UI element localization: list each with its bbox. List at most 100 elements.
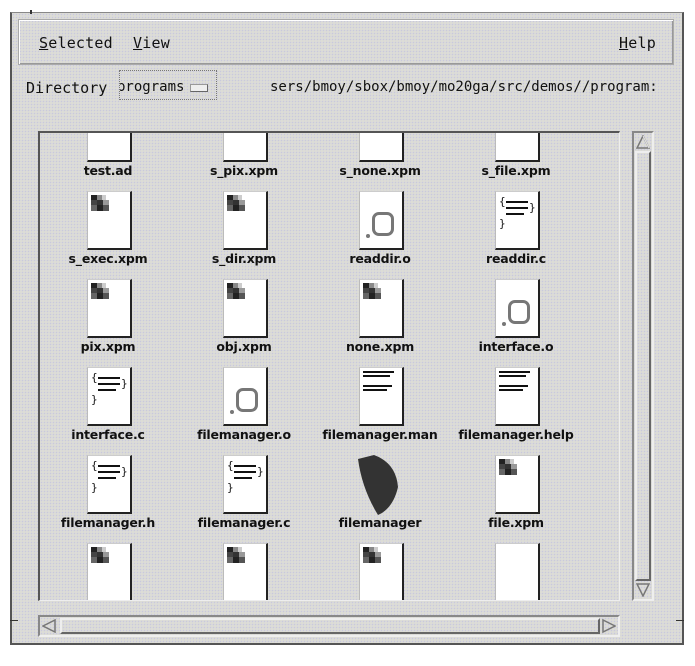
file-name: filemanager.h: [60, 515, 156, 530]
file-item[interactable]: none.xpm: [312, 279, 448, 367]
pixmap-block: [375, 557, 381, 563]
pixmap-thumbnail: [363, 283, 383, 301]
text-line: [363, 389, 387, 391]
text-line: [499, 389, 523, 391]
file-item[interactable]: {}}readdir.c: [448, 191, 584, 279]
scroll-down-arrow-icon[interactable]: [636, 583, 650, 597]
file-item[interactable]: s_dir.xpm: [176, 191, 312, 279]
file-name: readdir.o: [349, 251, 411, 266]
file-name: s_file.xpm: [481, 163, 551, 178]
file-item[interactable]: test.ad: [40, 133, 176, 191]
horizontal-scrollbar[interactable]: [38, 615, 620, 637]
scroll-left-arrow-icon[interactable]: [42, 619, 56, 633]
code-line: [234, 471, 256, 473]
close-brace: }: [529, 201, 536, 214]
pixmap-icon: [87, 191, 132, 250]
file-name: obj.xpm: [216, 339, 272, 354]
pixmap-block: [499, 464, 505, 469]
pixmap-block: [227, 552, 233, 557]
file-item[interactable]: filemanager.o: [176, 367, 312, 455]
code-line: [98, 471, 120, 473]
file-item[interactable]: {}}interface.c: [40, 367, 176, 455]
file-item[interactable]: filemanager.man: [312, 367, 448, 455]
pixmap-icon: [223, 543, 268, 600]
pixmap-thumbnail: [227, 195, 247, 213]
pixmap-block: [363, 283, 369, 288]
file-item[interactable]: [40, 543, 176, 600]
menu-view[interactable]: View: [133, 34, 170, 52]
scroll-right-arrow-icon[interactable]: [602, 619, 616, 633]
horizontal-scroll-thumb[interactable]: [60, 618, 600, 634]
file-item[interactable]: readdir.o: [312, 191, 448, 279]
object-dot: [366, 234, 370, 238]
pixmap-thumbnail: [91, 195, 111, 213]
pixmap-block: [233, 552, 239, 557]
file-name: filemanager.help: [458, 427, 574, 442]
pixmap-block: [97, 557, 103, 563]
pixmap-block: [511, 464, 517, 469]
executable-icon: [358, 455, 398, 515]
object-file-icon: [495, 279, 540, 338]
pixmap-block: [374, 283, 378, 288]
vertical-scroll-thumb[interactable]: [635, 151, 651, 581]
pixmap-block: [97, 195, 102, 200]
code-line: [98, 377, 120, 379]
file-item[interactable]: [448, 543, 584, 600]
code-line: [98, 389, 116, 391]
pixmap-block: [227, 288, 233, 293]
file-item[interactable]: [312, 543, 448, 600]
file-item[interactable]: interface.o: [448, 279, 584, 367]
pixmap-block: [239, 293, 245, 299]
text-line: [363, 385, 392, 387]
close-brace: }: [227, 481, 234, 494]
file-name: file.xpm: [488, 515, 544, 530]
object-outline: [372, 212, 394, 236]
pixmap-block: [375, 552, 381, 557]
pixmap-block: [227, 195, 233, 200]
file-item[interactable]: filemanager: [312, 455, 448, 543]
file-item[interactable]: pix.xpm: [40, 279, 176, 367]
pixmap-block: [227, 547, 233, 552]
file-item[interactable]: filemanager.help: [448, 367, 584, 455]
pixmap-block: [103, 288, 109, 293]
pixmap-block: [97, 293, 103, 299]
file-item[interactable]: s_pix.xpm: [176, 133, 312, 191]
file-item[interactable]: s_file.xpm: [448, 133, 584, 191]
file-item[interactable]: file.xpm: [448, 455, 584, 543]
pixmap-block: [91, 205, 97, 211]
text-line: [499, 371, 530, 373]
combo-dropdown-icon[interactable]: [190, 84, 208, 92]
pixmap-block: [238, 283, 242, 288]
pixmap-block: [227, 200, 233, 205]
file-name: interface.c: [71, 427, 145, 442]
pixmap-block: [233, 195, 238, 200]
file-item[interactable]: obj.xpm: [176, 279, 312, 367]
file-item[interactable]: [176, 543, 312, 600]
code-line: [234, 465, 256, 467]
text-line: [363, 371, 394, 373]
file-name: s_exec.xpm: [68, 251, 148, 266]
scroll-up-arrow-icon[interactable]: [636, 135, 650, 149]
file-item[interactable]: s_none.xpm: [312, 133, 448, 191]
file-item[interactable]: s_exec.xpm: [40, 191, 176, 279]
text-doc-icon: [495, 367, 540, 426]
menu-selected[interactable]: Selected: [39, 34, 113, 52]
file-item[interactable]: {}}filemanager.h: [40, 455, 176, 543]
menu-help[interactable]: Help: [619, 34, 656, 52]
file-name: s_none.xpm: [339, 163, 421, 178]
open-brace: {: [227, 459, 234, 472]
pixmap-block: [238, 547, 242, 552]
directory-combobox[interactable]: programs: [119, 70, 217, 100]
pixmap-block: [91, 557, 97, 563]
menubar: Selected View Help: [18, 19, 674, 65]
file-name: interface.o: [478, 339, 554, 354]
pixmap-block: [233, 205, 239, 211]
menu-selected-label: elected: [48, 34, 113, 52]
vertical-scrollbar[interactable]: [632, 131, 654, 601]
pixmap-thumbnail: [91, 283, 111, 301]
menu-view-label: iew: [142, 34, 170, 52]
pixmap-block: [375, 293, 381, 299]
file-item[interactable]: {}}filemanager.c: [176, 455, 312, 543]
directory-path: sers/bmoy/sbox/bmoy/mo20ga/src/demos//pr…: [270, 79, 658, 95]
